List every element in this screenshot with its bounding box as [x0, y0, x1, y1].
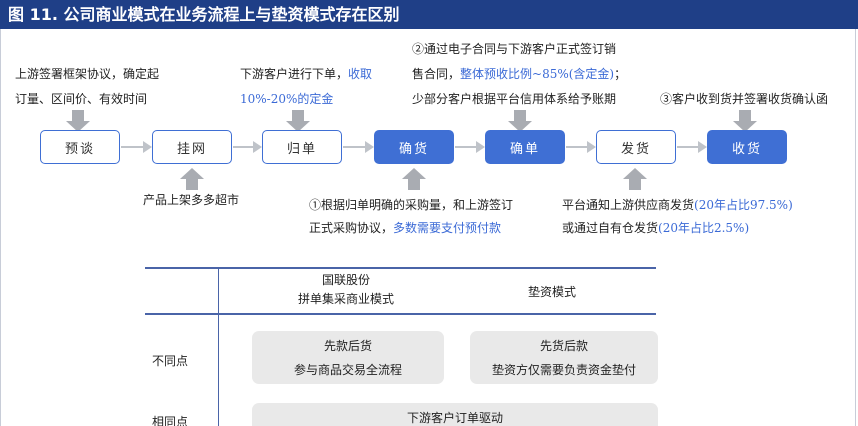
- diff-cell-col1: 先款后货 参与商品交易全流程: [252, 331, 444, 384]
- goods-note-line2: 正式采购协议，多数需要支付预付款: [309, 221, 502, 235]
- flow-arrow-2: [233, 141, 262, 153]
- same-text: 下游客户订单驱动: [406, 411, 503, 425]
- flow-arrow-5: [566, 141, 596, 153]
- step-confirm-goods: 确货: [374, 130, 454, 164]
- flow-arrow-4: [455, 141, 485, 153]
- frame-right-border: [855, 29, 856, 426]
- table-top-rule: [145, 267, 656, 269]
- down-arrow-receive: [733, 110, 757, 132]
- header-col2: 垫资模式: [528, 285, 577, 299]
- figure-title: 图 11. 公司商业模式在业务流程上与垫资模式存在区别: [0, 0, 858, 29]
- down-arrow-order: [286, 110, 310, 132]
- same-cell: 下游客户订单驱动: [252, 403, 658, 426]
- header-col1-line2: 拼单集采商业模式: [298, 292, 395, 306]
- flow-arrow-1: [121, 141, 152, 153]
- step-listing: 挂网: [152, 130, 232, 164]
- step-order-collect: 归单: [262, 130, 342, 164]
- pretalk-note-line2: 订量、区间价、有效时间: [15, 92, 148, 106]
- diff-col2-line2: 垫资方仅需要负责资金垫付: [491, 363, 636, 377]
- pretalk-note-line1: 上游签署框架协议，确定起: [15, 67, 160, 81]
- listing-note: 产品上架多多超市: [143, 193, 240, 207]
- table-header-rule: [145, 313, 656, 315]
- up-arrow-listing: [180, 168, 204, 190]
- order-note-line1: 下游客户进行下单，收取: [240, 67, 373, 81]
- order-note-line2: 10%-20%的定金: [240, 92, 334, 106]
- flow-arrow-6: [677, 141, 707, 153]
- receive-note: ③客户收到货并签署收货确认函: [660, 92, 829, 106]
- frame-left-border: [0, 29, 1, 426]
- goods-note-line1: ①根据归单明确的采购量，和上游签订: [309, 198, 514, 212]
- step-confirm-order: 确单: [485, 130, 565, 164]
- up-arrow-ship: [623, 168, 647, 190]
- diff-col1-line2: 参与商品交易全流程: [293, 363, 402, 377]
- down-arrow-pretalk: [66, 110, 90, 132]
- down-arrow-confirm: [508, 110, 532, 132]
- header-col1-line1: 国联股份: [322, 273, 371, 287]
- step-ship: 发货: [596, 130, 676, 164]
- flow-arrow-3: [343, 141, 374, 153]
- row-label-same: 相同点: [152, 415, 189, 426]
- diff-col2-line1: 先货后款: [539, 339, 588, 353]
- diff-col1-line1: 先款后货: [323, 339, 372, 353]
- step-receive: 收货: [707, 130, 787, 164]
- row-label-diff: 不同点: [152, 354, 189, 368]
- ship-note-line2: 或通过自有仓发货(20年占比2.5%): [562, 221, 750, 235]
- confirm-note-line2: 售合同，整体预收比例~85%(含定金)；: [412, 67, 627, 81]
- confirm-note-line1: ②通过电子合同与下游客户正式签订销: [412, 42, 617, 56]
- confirm-note-line3: 少部分客户根据平台信用体系给予账期: [412, 92, 617, 106]
- table-column-divider: [218, 267, 219, 426]
- diff-cell-col2: 先货后款 垫资方仅需要负责资金垫付: [470, 331, 658, 384]
- ship-note-line1: 平台通知上游供应商发货(20年占比97.5%): [562, 198, 793, 212]
- up-arrow-confirm-goods: [402, 168, 426, 190]
- step-pretalk: 预谈: [40, 130, 120, 164]
